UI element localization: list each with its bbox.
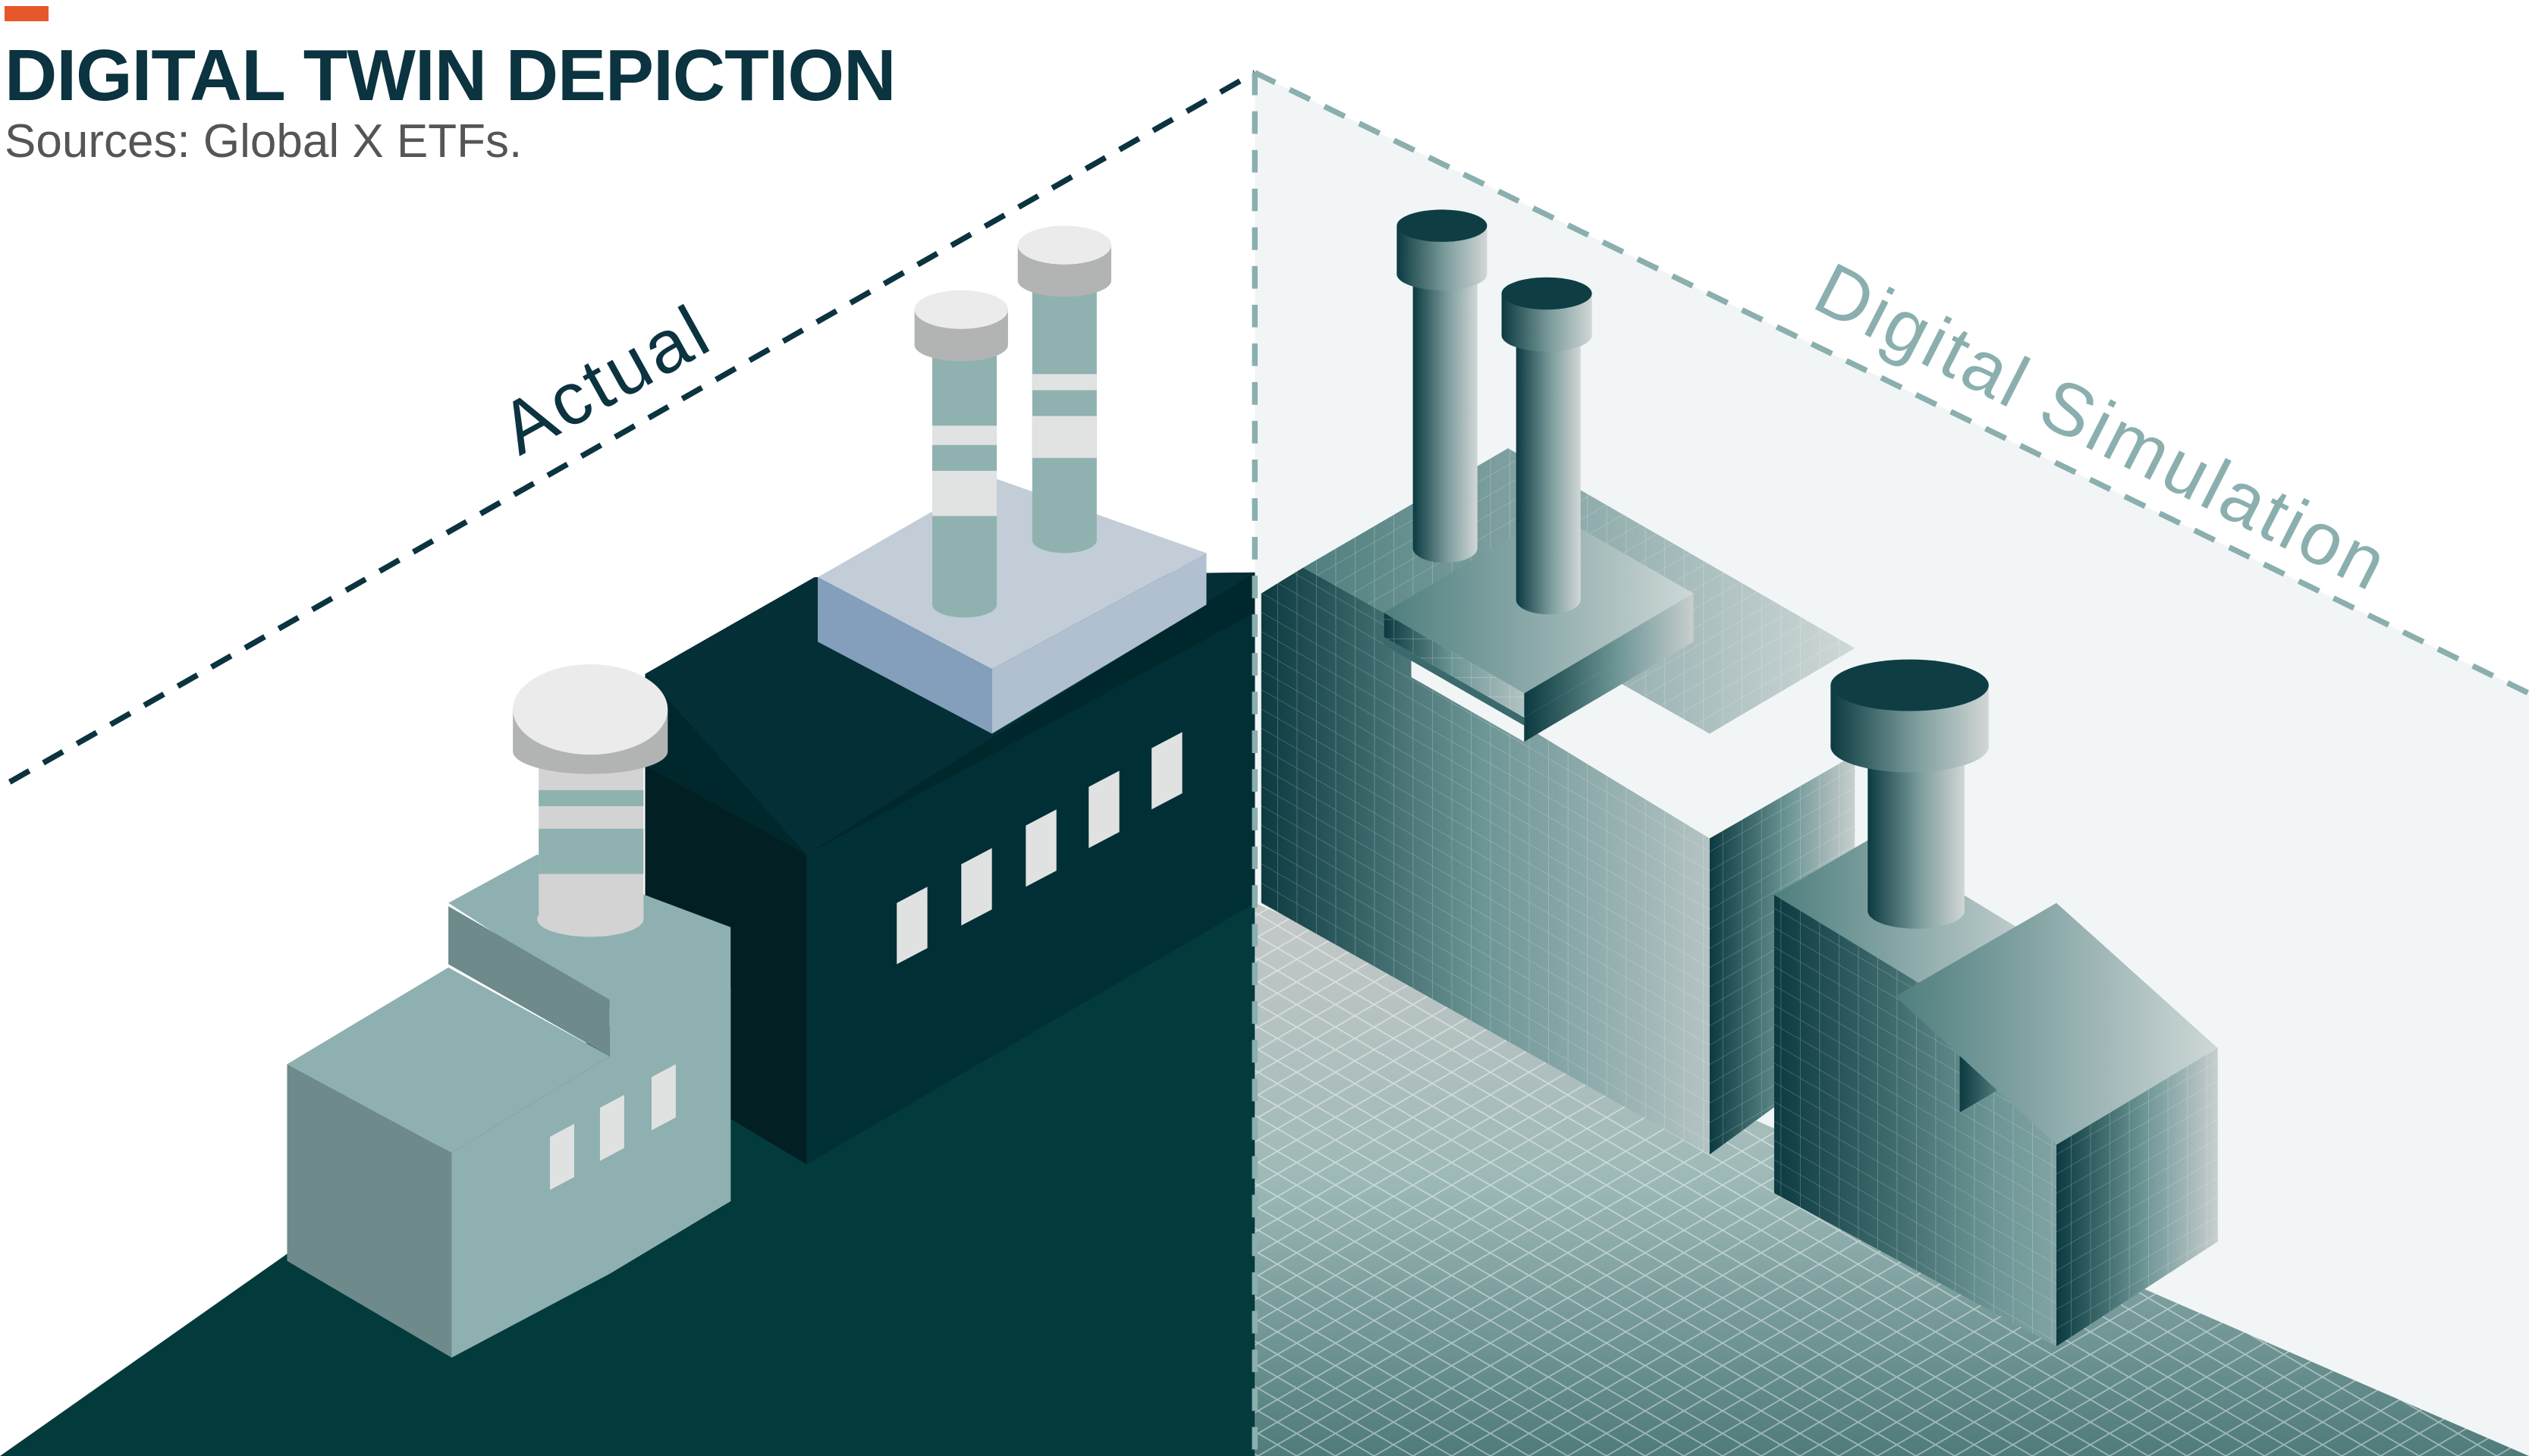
window [897, 886, 928, 965]
actual-panel: Actual [0, 70, 1257, 1456]
simulation-chimney-2 [1501, 277, 1592, 615]
actual-label: Actual [487, 288, 724, 470]
window [1026, 809, 1057, 887]
digital-simulation-panel: Digital Simulation [1253, 70, 2529, 1456]
accent-bar [5, 6, 49, 21]
window [599, 1094, 624, 1161]
actual-chimney-3 [513, 664, 668, 937]
source-note: Sources: Global X ETFs. [5, 115, 523, 168]
simulation-chimney-1 [1396, 209, 1488, 563]
actual-chimney-1 [914, 290, 1008, 618]
window [550, 1123, 574, 1191]
window [1151, 732, 1183, 810]
page-title: DIGITAL TWIN DEPICTION [5, 35, 896, 116]
window [1089, 770, 1120, 849]
actual-dashed-line [8, 70, 1257, 785]
actual-roof-platform [818, 477, 1207, 734]
actual-chimney-2 [1017, 225, 1112, 554]
simulation-small-building [1773, 838, 2218, 1347]
simulation-chimney-3 [1830, 659, 1989, 929]
simulation-dashed-line [1253, 70, 2529, 696]
window [652, 1064, 676, 1131]
window [961, 848, 992, 926]
